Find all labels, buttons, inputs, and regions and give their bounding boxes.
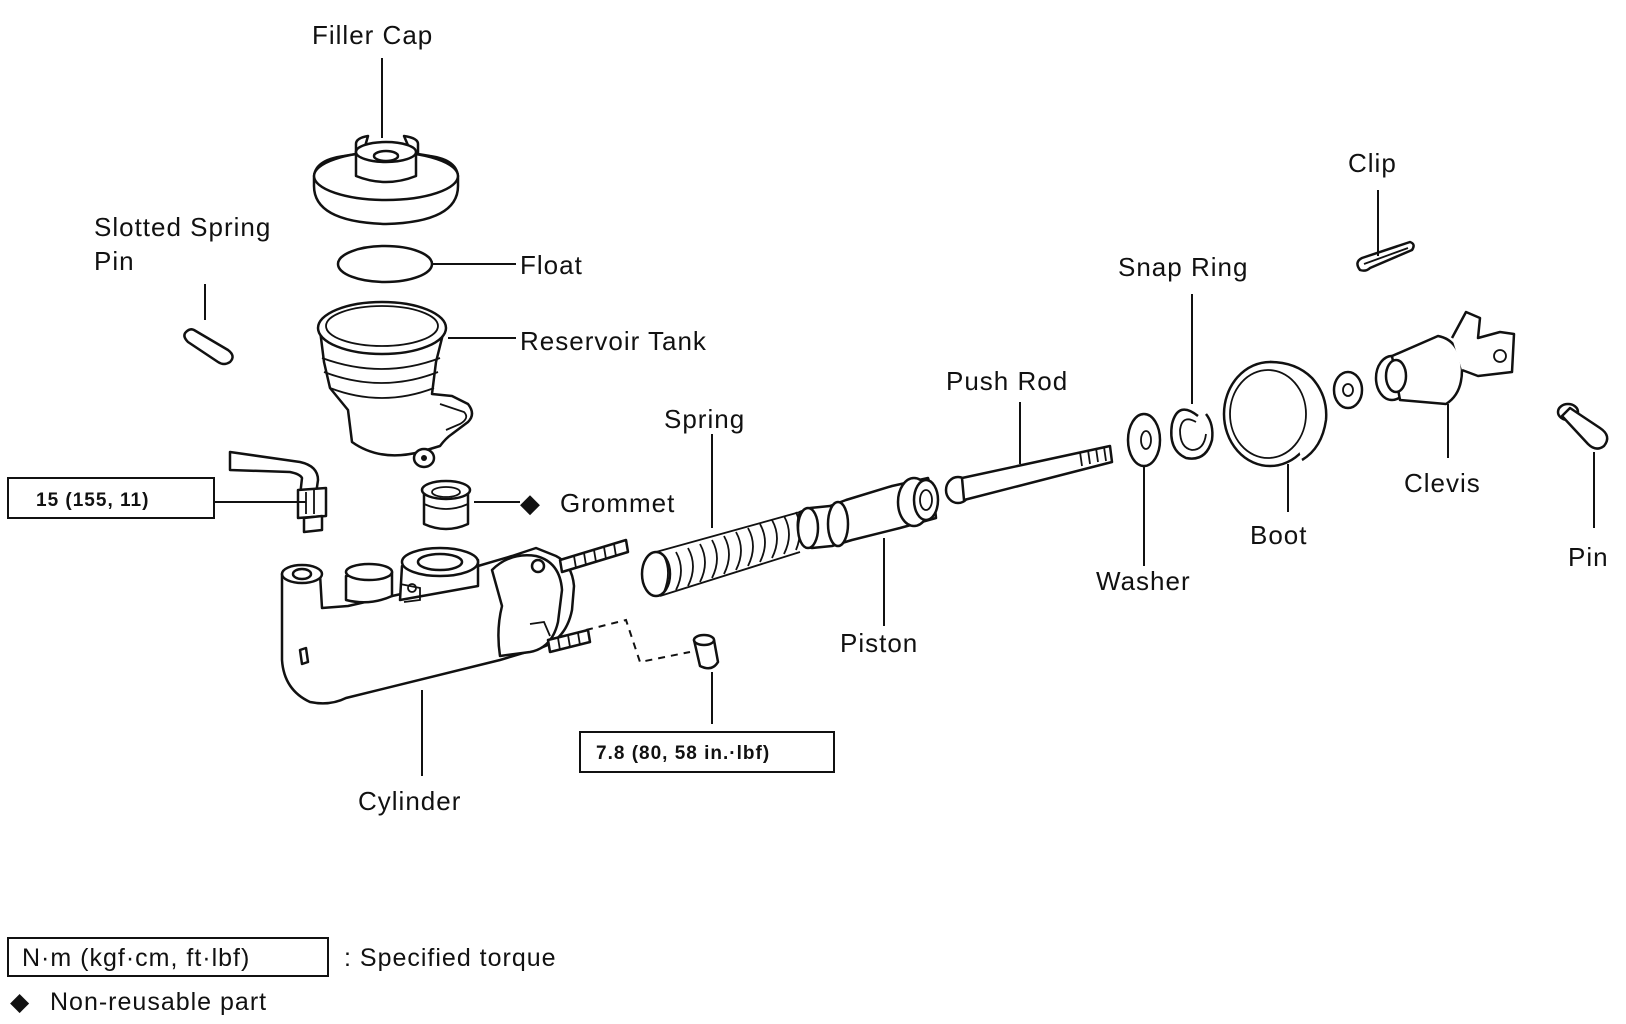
washer-label: Washer: [1096, 566, 1191, 596]
grommet-drawing: [420, 479, 472, 531]
bleeder-plug-drawing: [692, 633, 720, 670]
torque-spec-union-text: 15 (155, 11): [36, 490, 149, 511]
torque-spec-bleeder: 7.8 (80, 58 in.·lbf): [579, 731, 835, 773]
grommet-label: Grommet: [560, 488, 675, 518]
reservoir-tank-drawing: [316, 300, 474, 469]
cylinder-drawing: [280, 538, 630, 705]
torque-spec-bleeder-text: 7.8 (80, 58 in.·lbf): [596, 743, 770, 764]
bleeder-guide-line: [585, 618, 691, 664]
union-fitting-drawing: [228, 450, 328, 534]
snap-ring-label: Snap Ring: [1118, 252, 1248, 282]
reservoir-tank-label: Reservoir Tank: [520, 326, 707, 356]
pin-drawing: [1556, 402, 1609, 450]
spring-label: Spring: [664, 404, 745, 434]
legend: N·m (kgf·cm, ft·lbf) : Specified torque …: [7, 937, 557, 1016]
piston-drawing: [796, 476, 940, 550]
filler-cap-label: Filler Cap: [312, 20, 433, 50]
clip-drawing: [1356, 240, 1415, 272]
legend-non-reusable-symbol: ◆: [10, 988, 30, 1016]
cylinder-label: Cylinder: [358, 786, 461, 816]
torque-spec-union: 15 (155, 11): [7, 477, 215, 519]
filler-cap-drawing: [312, 134, 460, 226]
spring-drawing: [640, 511, 801, 598]
slotted-spring-pin-label-line1: Slotted Spring: [94, 212, 271, 242]
float-drawing: [336, 244, 434, 284]
clevis-drawing: [1332, 310, 1516, 410]
clevis-label: Clevis: [1404, 468, 1481, 498]
pin-label: Pin: [1568, 542, 1609, 572]
slotted-spring-pin-label-line2: Pin: [94, 246, 135, 276]
float-label: Float: [520, 250, 583, 280]
push-rod-drawing: [944, 444, 1114, 505]
boot-label: Boot: [1250, 520, 1308, 550]
snap-ring-drawing: [1170, 408, 1214, 460]
clip-label: Clip: [1348, 148, 1397, 178]
legend-torque-desc: : Specified torque: [344, 944, 557, 972]
piston-label: Piston: [840, 628, 918, 658]
push-rod-label: Push Rod: [946, 366, 1068, 396]
slotted-spring-pin-drawing: [183, 328, 234, 366]
legend-non-reusable-desc: Non-reusable part: [50, 988, 267, 1016]
grommet-marker: ◆: [520, 488, 541, 518]
boot-drawing: [1222, 360, 1328, 468]
leader-lines: [204, 58, 1595, 776]
legend-torque-box-text: N·m (kgf·cm, ft·lbf): [22, 944, 250, 972]
washer-drawing: [1126, 412, 1162, 468]
